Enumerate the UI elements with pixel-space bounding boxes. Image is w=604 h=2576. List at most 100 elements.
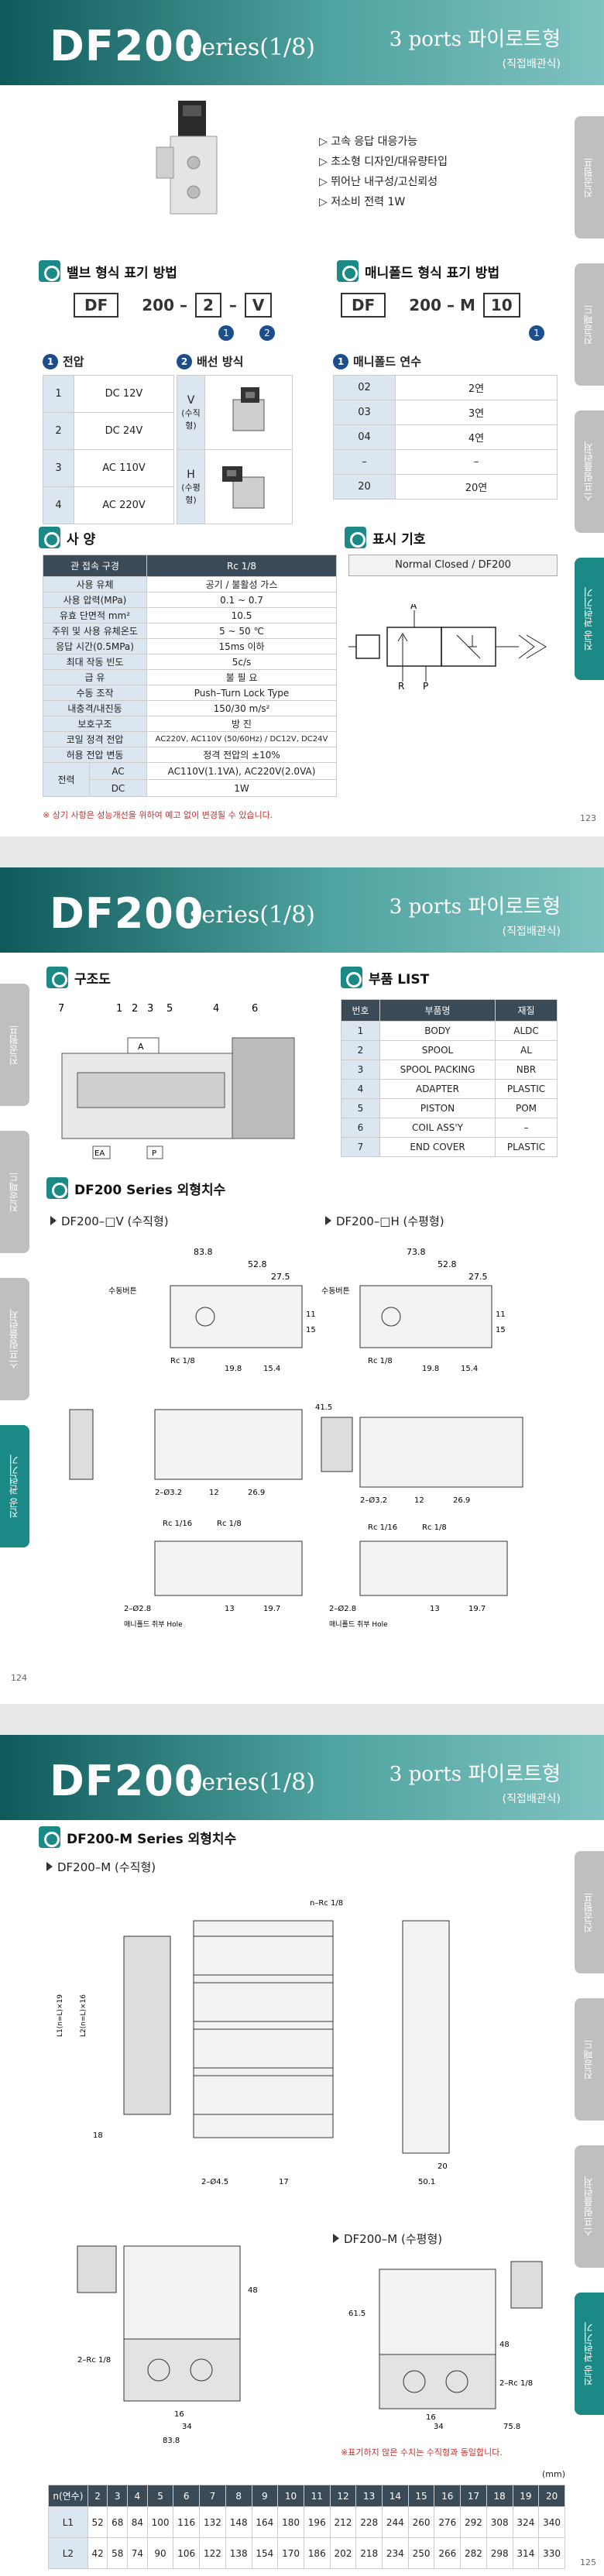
table-cell: 12 xyxy=(329,2485,357,2507)
svg-text:26.9: 26.9 xyxy=(248,1489,265,1497)
header-subtitle: 3 ports 파이로트형 xyxy=(389,895,561,919)
vertical-coil-icon xyxy=(232,386,265,431)
manifold-code: DF 200 – M 10 xyxy=(341,293,520,318)
tab-vacuum-devices[interactable]: 진공 관련기기 xyxy=(0,1425,29,1547)
manifold-horizontal-drawing: 61.5 48 2–Rc 1/8 16 34 75.8 xyxy=(348,2261,543,2431)
side-tabs: 진공펌프 진공패드 스프링플런저 진공 관련기기 xyxy=(0,867,29,1704)
tab-vacuum-pump[interactable]: 진공펌프 xyxy=(0,984,29,1106)
table-cell: 170 xyxy=(277,2537,304,2569)
table-cell: 308 xyxy=(486,2506,513,2538)
svg-text:48: 48 xyxy=(499,2341,510,2349)
table-cell: 212 xyxy=(329,2506,357,2538)
svg-text:6: 6 xyxy=(252,1003,258,1015)
header-subtitle2: (직접배관식) xyxy=(502,58,561,70)
tab-vacuum-devices[interactable]: 진공 관련기기 xyxy=(575,558,604,680)
table-cell: 74 xyxy=(127,2537,148,2569)
table-cell: n(연수) xyxy=(48,2485,88,2507)
wiring-table: V(수직형) H(수평형) xyxy=(177,375,293,524)
page-124: DF200 series(1/8) 3 ports 파이로트형 (직접배관식) … xyxy=(0,867,604,1704)
horizontal-type-label: DF200–□H (수평형) xyxy=(325,1213,444,1229)
table-cell: 132 xyxy=(199,2506,226,2538)
section-icon xyxy=(337,260,359,282)
svg-text:2–Ø2.8: 2–Ø2.8 xyxy=(329,1604,356,1613)
svg-text:2–Rc 1/8: 2–Rc 1/8 xyxy=(77,2356,111,2365)
svg-text:L2(n=L)×16: L2(n=L)×16 xyxy=(80,1994,88,2037)
valve-code: DF 200 – 2 – V xyxy=(74,293,273,318)
svg-text:12: 12 xyxy=(209,1489,219,1497)
tab-vacuum-pad[interactable]: 진공패드 xyxy=(575,1998,604,2121)
tab-spring-plunger[interactable]: 스프링플런저 xyxy=(0,1278,29,1400)
table-cell: 298 xyxy=(486,2537,513,2569)
tab-vacuum-pad[interactable]: 진공패드 xyxy=(575,263,604,386)
table-cell: 9 xyxy=(251,2485,279,2507)
table-cell: 100 xyxy=(146,2506,174,2538)
svg-text:18: 18 xyxy=(93,2131,103,2140)
tab-spring-plunger[interactable]: 스프링플런저 xyxy=(575,2145,604,2268)
svg-text:19.8: 19.8 xyxy=(422,1365,439,1373)
logo-df200: DF200 xyxy=(50,22,204,70)
section-icon xyxy=(39,1826,60,1848)
svg-text:3: 3 xyxy=(147,1003,153,1015)
svg-text:2–Ø2.8: 2–Ø2.8 xyxy=(124,1604,151,1613)
table-cell: 10 xyxy=(277,2485,304,2507)
tab-vacuum-pump[interactable]: 진공펌프 xyxy=(575,116,604,239)
table-cell: 3 xyxy=(107,2485,129,2507)
table-cell: 5 xyxy=(146,2485,174,2507)
section-icon xyxy=(39,260,60,282)
page-header: DF200 series(1/8) 3 ports 파이로트형 (직접배관식) xyxy=(0,1735,604,1820)
logo-df200: DF200 xyxy=(50,1757,204,1805)
header-subtitle: 3 ports 파이로트형 xyxy=(389,1763,561,1786)
logo-df200: DF200 xyxy=(50,889,204,938)
table-cell: 324 xyxy=(512,2506,540,2538)
table-cell: L1 xyxy=(48,2506,88,2538)
page-number: 123 xyxy=(580,813,596,823)
tab-spring-plunger[interactable]: 스프링플런저 xyxy=(575,410,604,533)
table-cell: 58 xyxy=(107,2537,129,2569)
table-cell: 314 xyxy=(512,2537,540,2569)
table-cell: 218 xyxy=(355,2537,383,2569)
svg-text:13: 13 xyxy=(225,1605,235,1613)
svg-text:11: 11 xyxy=(496,1310,506,1319)
tab-vacuum-pump[interactable]: 진공펌프 xyxy=(575,1851,604,1973)
spec-title: 사 양 xyxy=(39,527,95,548)
feature-item: ▷ 초소형 디자인/대유량타입 xyxy=(319,156,448,168)
svg-text:50.1: 50.1 xyxy=(418,2178,435,2186)
svg-text:매니폴드 취부 Hole: 매니폴드 취부 Hole xyxy=(124,1620,183,1629)
svg-text:2–Ø3.2: 2–Ø3.2 xyxy=(155,1488,182,1497)
valve-symbol-diagram: A R P xyxy=(348,604,547,689)
tab-vacuum-devices[interactable]: 진공 관련기기 xyxy=(575,2293,604,2415)
table-cell: 17 xyxy=(460,2485,487,2507)
svg-text:EA: EA xyxy=(94,1149,105,1158)
manifold-vertical-drawing: n–Rc 1/8 L1(n=L)×19 L2(n=L)×16 18 20 50.… xyxy=(57,1899,450,2186)
table-cell: 186 xyxy=(303,2537,331,2569)
page-header: DF200 series(1/8) 3 ports 파이로트형 (직접배관식) xyxy=(0,0,604,85)
series-label: series(1/8) xyxy=(190,902,315,929)
svg-text:52.8: 52.8 xyxy=(438,1259,457,1269)
svg-text:1: 1 xyxy=(116,1003,122,1015)
svg-text:2–Rc 1/8: 2–Rc 1/8 xyxy=(499,2379,533,2388)
svg-text:83.8: 83.8 xyxy=(194,1247,213,1257)
valve-format-title: 밸브 형식 표기 방법 xyxy=(39,260,177,282)
table-cell: 8 xyxy=(225,2485,252,2507)
tab-vacuum-pad[interactable]: 진공패드 xyxy=(0,1131,29,1253)
table-cell: 11 xyxy=(303,2485,331,2507)
svg-text:19.7: 19.7 xyxy=(468,1605,486,1613)
svg-text:L1(n=L)×19: L1(n=L)×19 xyxy=(57,1994,64,2037)
horizontal-coil-icon xyxy=(222,465,265,508)
table-cell: 164 xyxy=(251,2506,279,2538)
section-icon xyxy=(341,967,362,988)
manifold-side-drawing: 48 2–Rc 1/8 16 34 83.8 xyxy=(77,2245,258,2445)
feature-item: ▷ 고속 응답 대응가능 xyxy=(319,136,418,148)
vertical-dimension-drawing: 83.8 52.8 27.5 수동버튼 Rc 1/8 19.8 15.4 2–Ø… xyxy=(69,1247,316,1629)
feature-item: ▷ 뛰어난 내구성/고신뢰성 xyxy=(319,176,438,188)
table-cell: 180 xyxy=(277,2506,304,2538)
svg-text:27.5: 27.5 xyxy=(271,1272,290,1282)
svg-text:34: 34 xyxy=(182,2423,192,2431)
svg-text:매니폴드 취부 Hole: 매니폴드 취부 Hole xyxy=(329,1620,388,1629)
